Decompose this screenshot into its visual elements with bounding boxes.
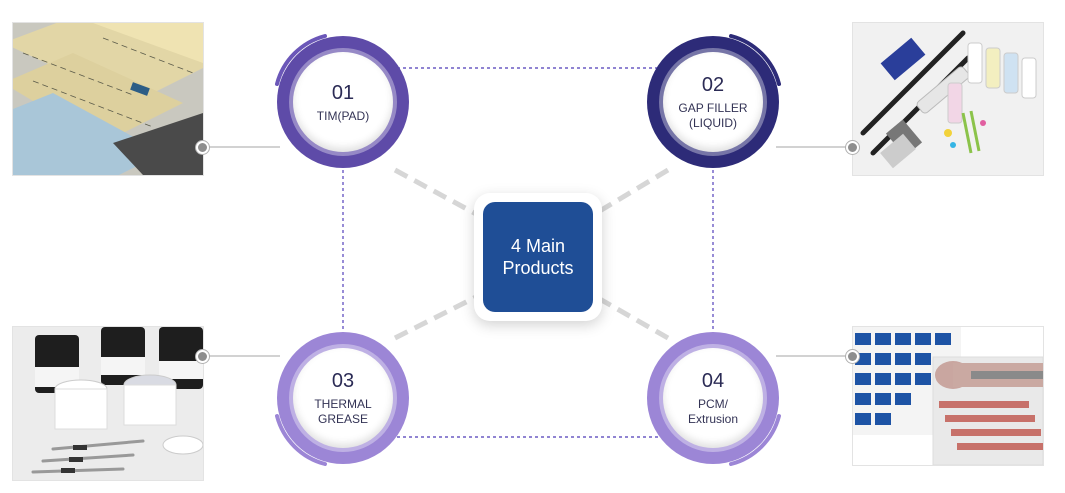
gap-filler-dispenser-photo <box>852 22 1044 176</box>
product-04-badge: 04 PCM/ Extrusion <box>663 348 763 448</box>
product-03-label-line2: GREASE <box>317 412 368 426</box>
product-04-ring: 04 PCM/ Extrusion <box>647 332 779 464</box>
thermal-pad-sheets-image <box>13 23 203 175</box>
dashed-link-03 <box>393 293 480 341</box>
photo-link-dot-02 <box>846 141 859 154</box>
center-title-line1: 4 Main <box>510 236 566 256</box>
product-02-arc <box>729 34 781 86</box>
gap-filler-dispenser-image <box>853 23 1043 175</box>
product-04-pcm-extrusion[interactable]: 04 PCM/ Extrusion <box>633 318 793 478</box>
product-03-arc <box>275 414 327 466</box>
product-01-number: 01 <box>331 81 355 104</box>
product-02-badge: 02 GAP FILLER (LIQUID) <box>663 52 763 152</box>
dashed-link-02 <box>596 167 670 215</box>
center-title-line2: Products <box>502 258 574 278</box>
product-02-ring: 02 GAP FILLER (LIQUID) <box>647 36 779 168</box>
product-03-number: 03 <box>331 370 355 392</box>
photo-link-dot-03 <box>196 350 209 363</box>
product-01-ring: 01 TIM(PAD) <box>277 36 409 168</box>
product-01-arc <box>275 34 327 86</box>
product-02-number: 02 <box>701 74 725 96</box>
photo-link-dot-04 <box>846 350 859 363</box>
center-title-box: 4 Main Products <box>483 202 593 312</box>
thermal-grease-jars-photo <box>12 326 204 481</box>
product-04-number: 04 <box>701 370 725 392</box>
thermal-grease-jars-image <box>13 327 203 480</box>
photo-link-dot-01 <box>196 141 209 154</box>
product-01-label-line1: TIM(PAD) <box>316 108 370 123</box>
product-04-label-line1: PCM/ <box>698 397 728 411</box>
product-03-badge: 03 THERMAL GREASE <box>293 348 393 448</box>
product-03-ring: 03 THERMAL GREASE <box>277 332 409 464</box>
dashed-link-01 <box>393 167 480 218</box>
pcm-extrusion-tapes-image <box>853 327 1043 465</box>
product-02-label-line1: GAP FILLER <box>678 101 748 115</box>
product-01-badge: 01 TIM(PAD) <box>293 52 393 152</box>
product-04-label-line2: Extrusion <box>687 412 739 426</box>
product-01-tim-pad[interactable]: 01 TIM(PAD) <box>263 22 423 182</box>
pcm-extrusion-tapes-photo <box>852 326 1044 466</box>
thermal-pad-sheets-photo <box>12 22 204 176</box>
product-04-arc <box>729 414 781 466</box>
product-02-gap-filler[interactable]: 02 GAP FILLER (LIQUID) <box>633 22 793 182</box>
dashed-link-04 <box>596 295 670 341</box>
product-03-thermal-grease[interactable]: 03 THERMAL GREASE <box>263 318 423 478</box>
product-02-label-line2: (LIQUID) <box>689 116 737 130</box>
product-03-label-line1: THERMAL <box>314 397 372 411</box>
center-card: 4 Main Products <box>474 193 602 321</box>
